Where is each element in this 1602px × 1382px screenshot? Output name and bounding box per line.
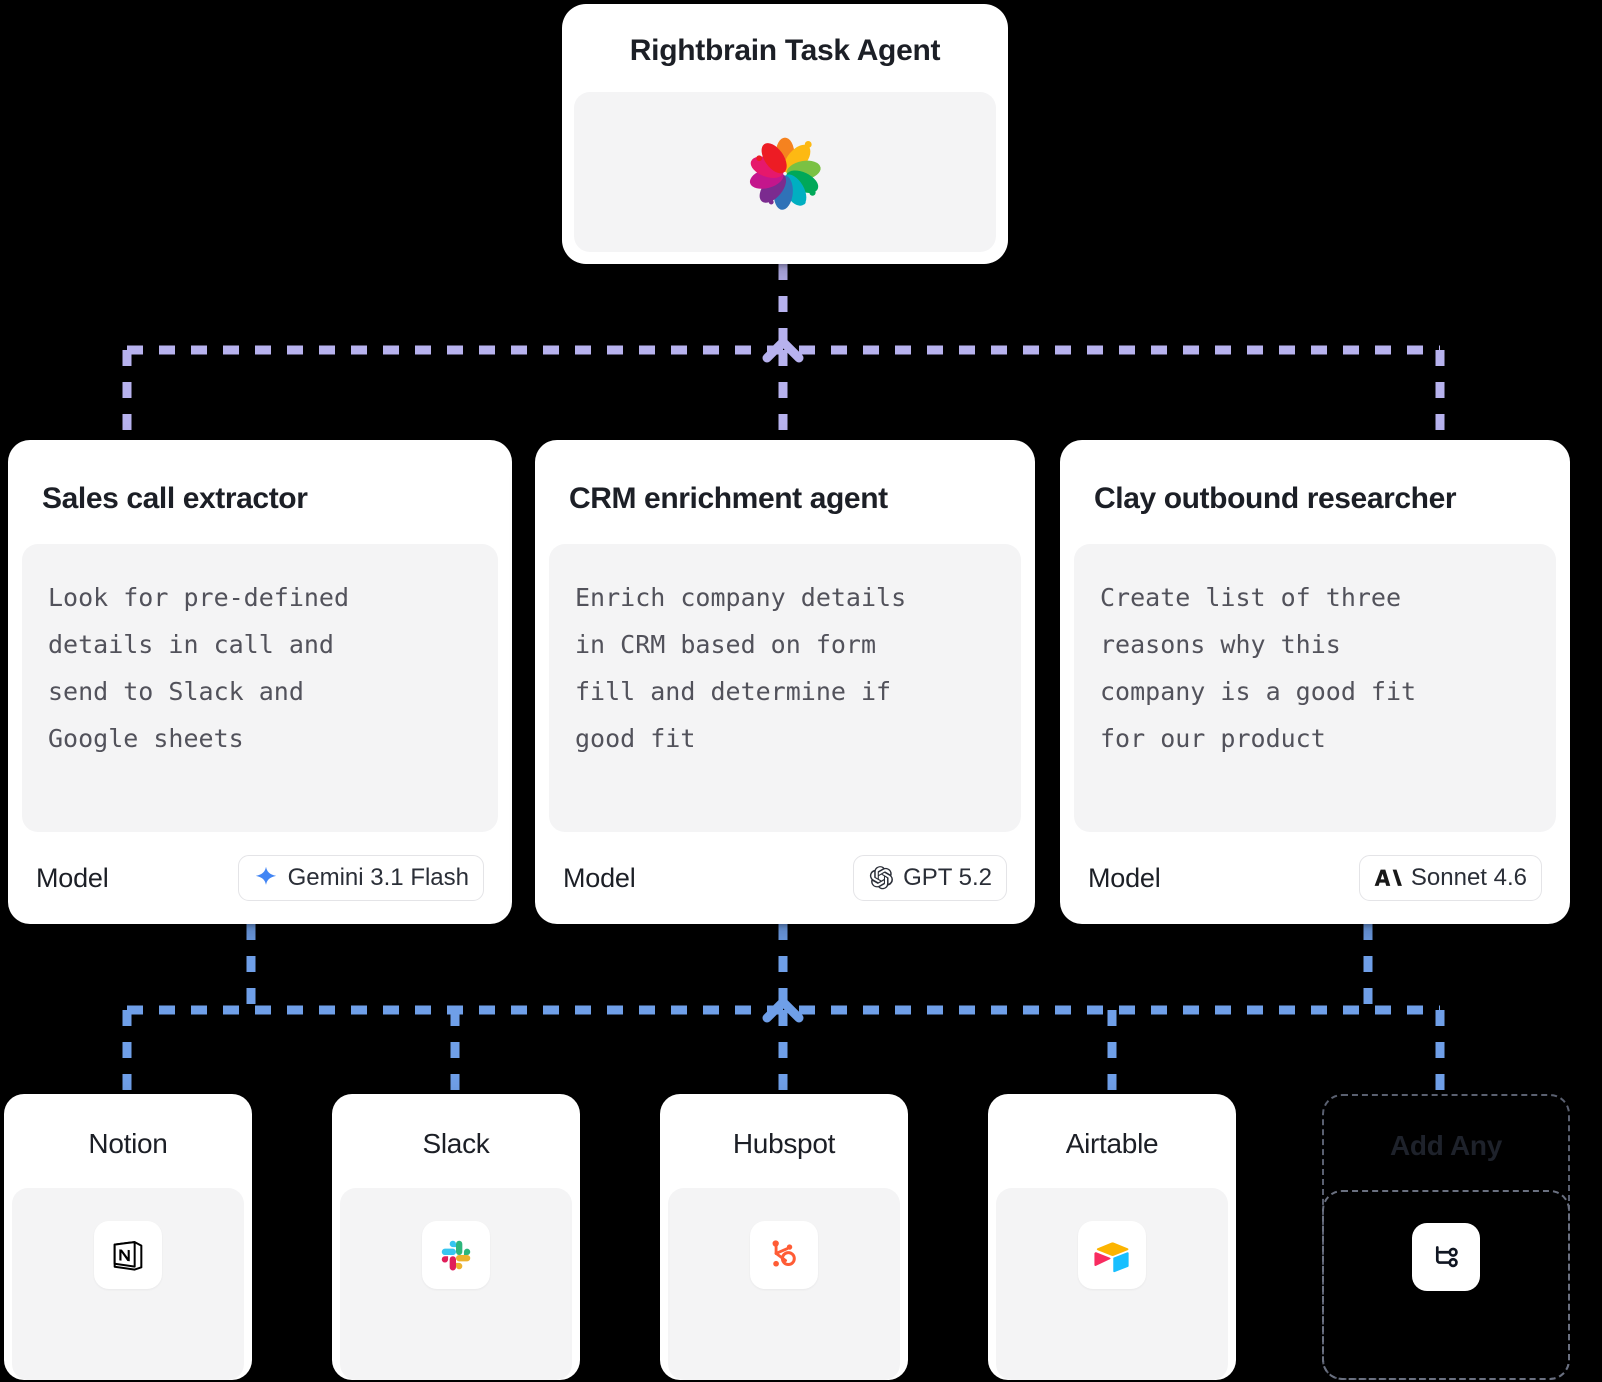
agent-model-row: Model Sonnet 4.6: [1060, 832, 1570, 924]
root-agent-title: Rightbrain Task Agent: [629, 34, 941, 67]
agent-title: CRM enrichment agent: [569, 482, 888, 515]
agent-card-crm-enrichment-agent[interactable]: CRM enrichment agent Enrich company deta…: [535, 440, 1035, 924]
wire-junction-arrow-upper: [762, 337, 804, 363]
root-agent-card[interactable]: Rightbrain Task Agent: [562, 4, 1008, 264]
model-chip-label: Gemini 3.1 Flash: [287, 864, 469, 891]
slack-logo-icon: [422, 1221, 490, 1289]
root-logo-panel: [574, 92, 996, 252]
openai-logo-icon: [868, 865, 894, 891]
airtable-logo-icon: [1078, 1221, 1146, 1289]
model-label: Model: [36, 862, 109, 893]
model-chip-openai[interactable]: GPT 5.2: [853, 855, 1007, 901]
notion-logo-icon: [94, 1221, 162, 1289]
agent-model-row: Model GPT 5.2: [535, 832, 1035, 924]
agent-prompt: Enrich company details in CRM based on f…: [549, 544, 1021, 832]
integration-title: Airtable: [1065, 1128, 1159, 1159]
agent-card-sales-call-extractor[interactable]: Sales call extractor Look for pre-define…: [8, 440, 512, 924]
integration-card-hubspot[interactable]: Hubspot: [660, 1094, 908, 1380]
model-chip-label: Sonnet 4.6: [1410, 864, 1527, 891]
integration-icon-panel: [340, 1188, 572, 1380]
add-any-card[interactable]: Add Any: [1322, 1094, 1570, 1380]
integration-title: Hubspot: [732, 1128, 836, 1159]
agent-title: Sales call extractor: [42, 482, 308, 515]
integration-icon-panel: [668, 1188, 900, 1380]
agent-prompt: Look for pre-defined details in call and…: [22, 544, 498, 832]
branch-nodes-icon: [1412, 1223, 1480, 1291]
integration-card-notion[interactable]: Notion: [4, 1094, 252, 1380]
hubspot-logo-icon: [750, 1221, 818, 1289]
agent-title: Clay outbound researcher: [1094, 482, 1457, 515]
integration-card-airtable[interactable]: Airtable: [988, 1094, 1236, 1380]
add-any-icon-panel: [1322, 1190, 1570, 1380]
agent-model-row: Model Gemini 3.1 Flash: [8, 832, 512, 924]
add-any-title: Add Any: [1390, 1130, 1502, 1161]
integration-card-slack[interactable]: Slack: [332, 1094, 580, 1380]
model-label: Model: [1088, 862, 1161, 893]
agent-card-clay-outbound-researcher[interactable]: Clay outbound researcher Create list of …: [1060, 440, 1570, 924]
agent-prompt: Create list of three reasons why this co…: [1074, 544, 1556, 832]
model-label: Model: [563, 862, 636, 893]
wire-root-to-agents: [122, 264, 1445, 440]
wire-agents-to-integrations: [122, 924, 1445, 1094]
model-chip-label: GPT 5.2: [903, 864, 992, 891]
model-chip-anthropic[interactable]: Sonnet 4.6: [1358, 855, 1542, 901]
anthropic-logo-icon: [1374, 866, 1402, 890]
model-chip-gemini[interactable]: Gemini 3.1 Flash: [237, 855, 484, 901]
wire-junction-arrow-lower: [762, 997, 804, 1023]
integration-icon-panel: [12, 1188, 244, 1380]
rightbrain-flower-logo: [749, 137, 821, 210]
gemini-sparkle-icon: [253, 865, 279, 891]
integration-title: Notion: [88, 1128, 168, 1159]
integration-icon-panel: [996, 1188, 1228, 1380]
integration-title: Slack: [422, 1128, 490, 1159]
